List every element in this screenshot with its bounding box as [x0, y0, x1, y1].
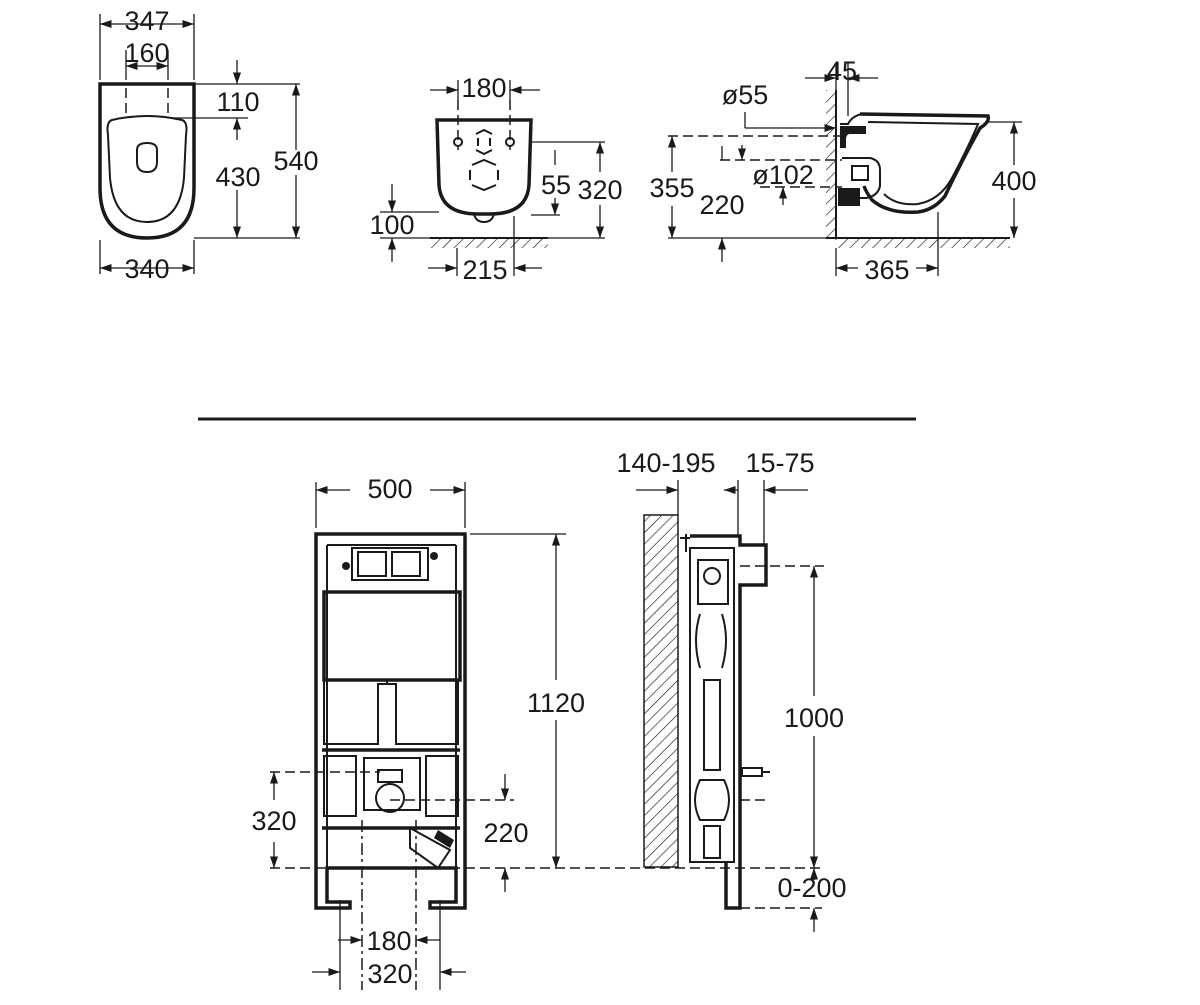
- dim-leg-range: 0-200: [777, 873, 846, 903]
- dim-height-320: 320: [577, 175, 622, 205]
- dim-frame-height: 1120: [527, 688, 585, 718]
- dim-height-220: 220: [699, 190, 744, 220]
- dim-inlet-diameter: ø55: [722, 80, 769, 110]
- dim-height-355: 355: [649, 173, 694, 203]
- dim-width-top: 347: [124, 6, 169, 36]
- dim-total-length: 540: [273, 146, 318, 176]
- dim-wall-45: 45: [827, 56, 857, 86]
- dim-outlet-diameter: ø102: [752, 160, 814, 190]
- frame-outline: [314, 532, 467, 910]
- dim-wall-range: 15-75: [745, 448, 814, 478]
- dim-height-100: 100: [369, 210, 414, 240]
- toilet-rear-view: 180 55 320 100 215: [369, 73, 622, 285]
- bowl-side-outline: [838, 112, 991, 214]
- dim-depth-215: 215: [462, 255, 507, 285]
- dim-spacing-320: 320: [367, 959, 412, 989]
- dim-frame-width: 500: [367, 474, 412, 504]
- dim-width-bottom: 340: [124, 254, 169, 284]
- toilet-plan-view: 347 160 340 110 430 540: [98, 6, 319, 284]
- frame-side-view: 140-195 15-75 1000 0-200: [616, 448, 847, 932]
- bowl-rear-outline: [435, 100, 533, 224]
- dim-depth-365: 365: [864, 255, 909, 285]
- toilet-side-view: 45 ø55 ø102 355 220 400 365: [649, 56, 1036, 285]
- dim-spacing-180: 180: [366, 926, 411, 956]
- dim-height-1000: 1000: [784, 703, 844, 733]
- dim-height-400: 400: [991, 166, 1036, 196]
- bowl-outline: [98, 82, 196, 240]
- frame-front-view: 500 1120 320 220 180 320: [251, 474, 820, 990]
- dim-depth-range: 140-195: [616, 448, 715, 478]
- dim-fixing-spacing: 180: [461, 73, 506, 103]
- dim-fixing-offset: 110: [216, 87, 259, 117]
- dim-seat-fixing: 160: [124, 38, 169, 68]
- dim-frame-220: 220: [483, 818, 528, 848]
- dim-frame-320: 320: [251, 806, 296, 836]
- frame-side-outline: [680, 534, 770, 910]
- dim-seat-length: 430: [215, 162, 260, 192]
- dim-height-55: 55: [541, 170, 571, 200]
